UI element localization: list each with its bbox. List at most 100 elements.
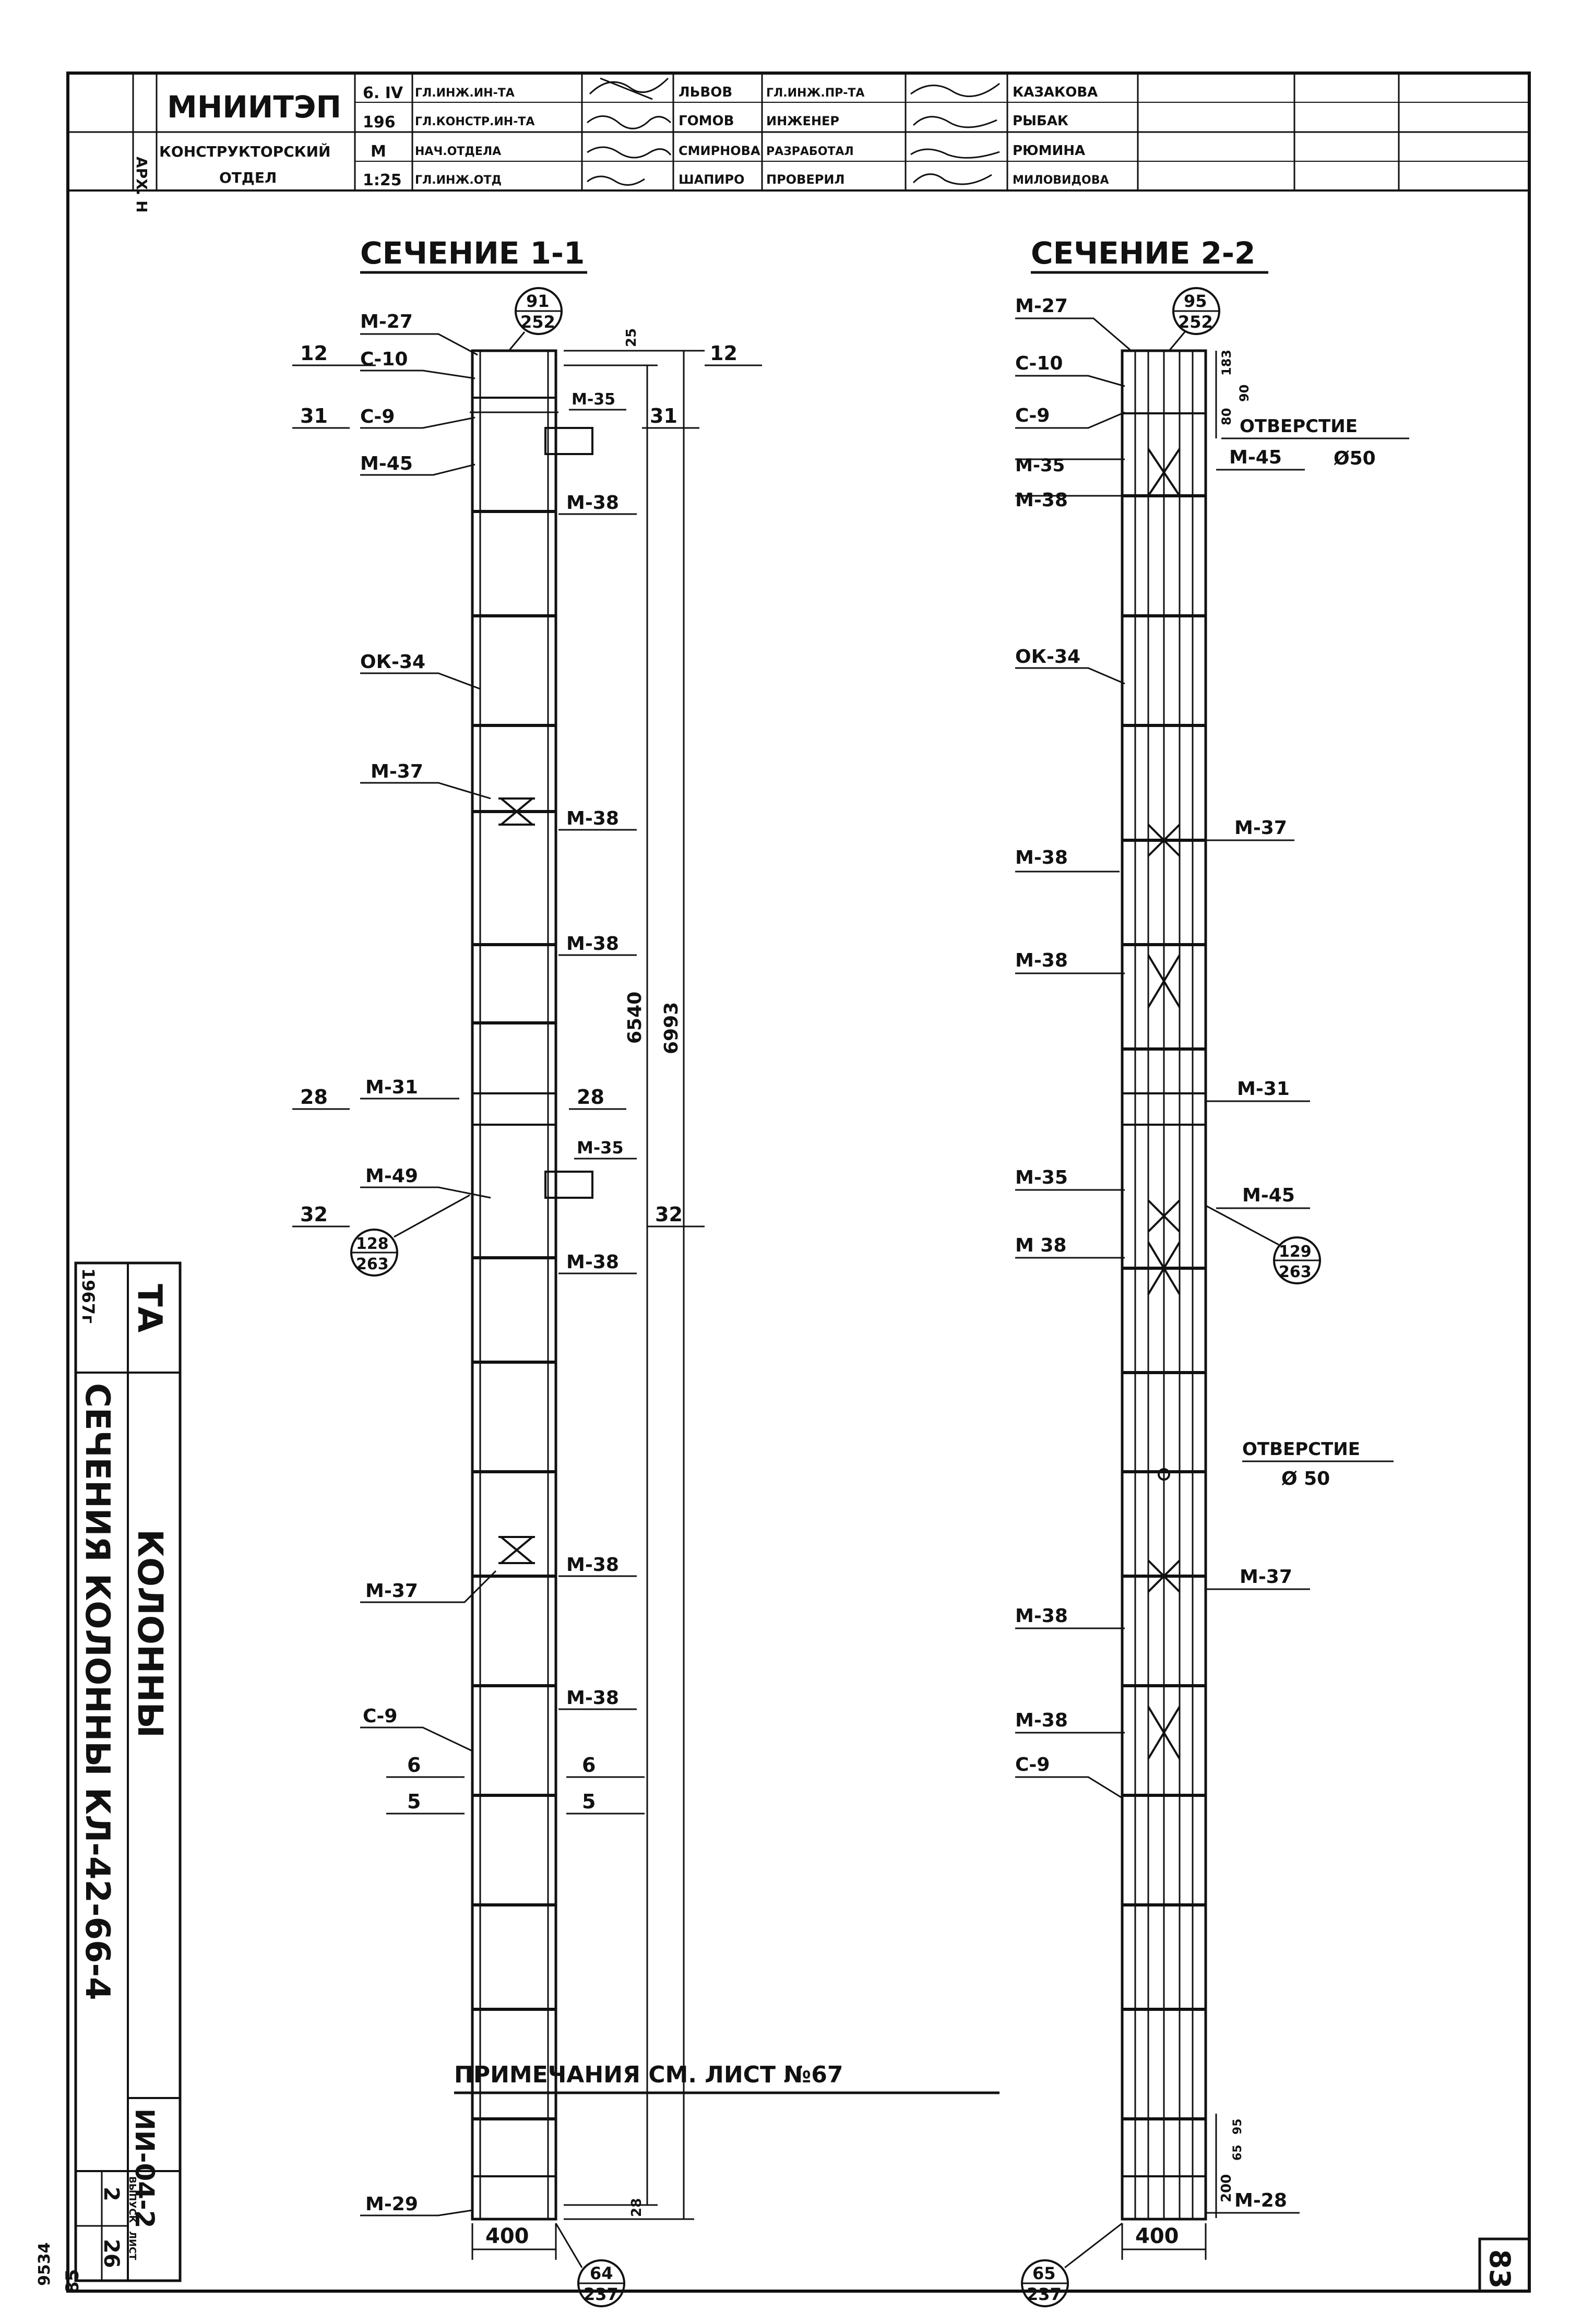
section2-title: СЕЧЕНИЕ 2-2 (1031, 235, 1255, 271)
s1-dim-top: 25 (624, 328, 639, 347)
s1-label-m45: М-45 (360, 453, 413, 474)
s1-bot-ref-bottom: 237 (584, 2284, 618, 2304)
s1-bot-ref-top: 64 (590, 2263, 613, 2283)
tb-name2-4: МИЛОВИДОВА (1013, 174, 1109, 187)
s1-label-m37-2: М-37 (365, 1580, 418, 1602)
tb-name-1: ЛЬВОВ (679, 85, 732, 100)
s1-label-c10: С-10 (360, 349, 408, 370)
s2-dim-80: 80 (1219, 408, 1234, 425)
tb-role2-2: ИНЖЕНЕР (766, 114, 839, 128)
s2-label-m37-2: М-37 (1240, 1566, 1292, 1588)
s1-label-m31: М-31 (365, 1077, 418, 1098)
s1-mid-ref-bottom: 263 (356, 1255, 389, 1273)
s1-cut-12-right: 12 (710, 342, 737, 365)
s1-cut-6-left: 6 (407, 1754, 421, 1777)
s2-top-ref-circle: 95 252 (1168, 287, 1220, 351)
s1-label-m49: М-49 (365, 1165, 418, 1187)
tb-date2: 196 (363, 113, 396, 132)
s2-label-m28: М-28 (1234, 2190, 1287, 2211)
s2-label-m38-2: М-38 (1015, 847, 1068, 868)
tb-role-3: НАЧ.ОТДЕЛА (415, 145, 501, 158)
tb-role2-1: ГЛ.ИНЖ.ПР-ТА (766, 87, 864, 100)
s1-label-m38-4: М-38 (566, 1252, 619, 1273)
column1-stirrups (472, 510, 556, 2120)
s1-cut-6-right: 6 (582, 1754, 596, 1777)
s1-label-m35-mid: М-35 (577, 1138, 624, 1158)
s2-dim-200: 200 (1219, 2174, 1234, 2202)
s1-label-m27: М-27 (360, 311, 413, 332)
s1-mid-ref-top: 128 (356, 1235, 389, 1253)
s1-mid-ref-circle: 128 263 (350, 1194, 470, 1277)
tb-name-3: СМИРНОВА (679, 144, 760, 158)
s2-bottom-ref-circle: 65 237 (1021, 2222, 1123, 2307)
s2-mid-ref-circle: 129 263 (1205, 1205, 1321, 1284)
s2-label-m38-4: М 38 (1015, 1235, 1066, 1256)
s2-label-c10: С-10 (1015, 353, 1063, 374)
tb-name2-1: КАЗАКОВА (1013, 85, 1098, 100)
s2-label-m38-5: М-38 (1015, 1605, 1068, 1627)
s1-label-m38-3: М-38 (566, 933, 619, 955)
s2-label-m38-1: М-38 (1015, 490, 1068, 511)
tb-dept-line1: КОНСТРУКТОРСКИЙ (159, 142, 331, 160)
section-1-1: СЕЧЕНИЕ 1-1 (292, 235, 762, 2307)
s1-bottom-ref-circle: 64 237 (555, 2223, 625, 2307)
tb-arch: АРХ. Н (133, 157, 150, 213)
s1-cut-5-left: 5 (407, 1790, 421, 1813)
s1-cut-12-left: 12 (300, 342, 328, 365)
s2-label-c9-bot: С-9 (1015, 1754, 1050, 1775)
s1-label-m38-1: М-38 (566, 492, 619, 514)
tb-name-2: ГОМОВ (679, 113, 734, 129)
s1-label-m37-1: М-37 (371, 761, 423, 782)
stamp-ta: ТА (130, 1284, 169, 1333)
s2-top-ref-top: 95 (1184, 291, 1207, 311)
notes-reference: ПРИМЕЧАНИЯ СМ. ЛИСТ №67 (454, 2061, 843, 2088)
s1-dim-bottom: 28 (629, 2198, 645, 2217)
s2-mid-ref-bottom: 263 (1279, 1263, 1312, 1281)
s2-label-hole-top: ОТВЕРСТИЕ (1240, 416, 1358, 437)
s1-label-c9-bot: С-9 (363, 1706, 397, 1727)
s1-top-ref-top: 91 (526, 291, 550, 311)
tb-name-4: ШАПИРО (679, 172, 744, 187)
title-block: АРХ. Н МНИИТЭП КОНСТРУКТОРСКИЙ ОТДЕЛ 6. … (68, 73, 1529, 213)
s1-top-ref-bottom: 252 (520, 312, 555, 332)
section-2-2: СЕЧЕНИЕ 2-2 (1015, 235, 1409, 2307)
s2-dim-95: 95 (1231, 2118, 1244, 2135)
stamp-archive: 9534 (35, 2243, 54, 2286)
s1-dim-total: 6993 (661, 1002, 682, 1054)
s1-cut-28-left: 28 (300, 1086, 328, 1109)
s1-label-m29: М-29 (365, 2194, 418, 2215)
s2-dim-183: 183 (1219, 350, 1234, 376)
s2-dim-65: 65 (1231, 2144, 1244, 2161)
tb-role2-3: РАЗРАБОТАЛ (766, 145, 854, 158)
s1-width-dim: 400 (485, 2224, 529, 2248)
sheet-frame (66, 71, 1531, 2293)
s2-bot-ref-top: 65 (1032, 2263, 1056, 2283)
stamp-series: ИИ-04-2 (129, 2108, 160, 2228)
s2-label-ok34: ОК-34 (1015, 646, 1080, 668)
s1-cut-32-left: 32 (300, 1203, 328, 1226)
stamp-description: СЕЧЕНИЯ КОЛОННЫ КЛ-42-66-4 (78, 1383, 116, 2000)
tb-role-1: ГЛ.ИНЖ.ИН-ТА (415, 87, 515, 100)
s2-label-hole-mid: ОТВЕРСТИЕ (1242, 1439, 1360, 1460)
s2-label-m45-top: М-45 (1229, 447, 1282, 468)
s1-label-m38-6: М-38 (566, 1687, 619, 1709)
stamp-issue: 2 (99, 2187, 123, 2201)
stamp-sheet-label: ЛИСТ (127, 2231, 138, 2260)
s1-label-m35-top: М-35 (572, 390, 615, 409)
s1-label-c9-top: С-9 (360, 406, 395, 427)
s2-label-m38-6: М-38 (1015, 1710, 1068, 1731)
s2-label-m38-3: М-38 (1015, 950, 1068, 971)
s1-cut-28-right: 28 (577, 1086, 604, 1109)
signatures (587, 77, 1000, 186)
s2-width-dim: 400 (1135, 2224, 1179, 2248)
s2-bot-ref-bottom: 237 (1027, 2284, 1062, 2304)
tb-scale-value: 1:25 (363, 171, 402, 189)
tb-scale-label: М (371, 142, 386, 161)
s1-label-m38-2: М-38 (566, 808, 619, 829)
s1-cut-31-right: 31 (650, 404, 677, 427)
tb-name2-2: РЫБАК (1013, 113, 1068, 129)
s2-label-m31: М-31 (1237, 1078, 1290, 1100)
s2-label-c9-top: С-9 (1015, 405, 1050, 426)
side-stamp: ТА 1967г КОЛОННЫ СЕЧЕНИЯ КОЛОННЫ КЛ-42-6… (35, 1261, 182, 2294)
